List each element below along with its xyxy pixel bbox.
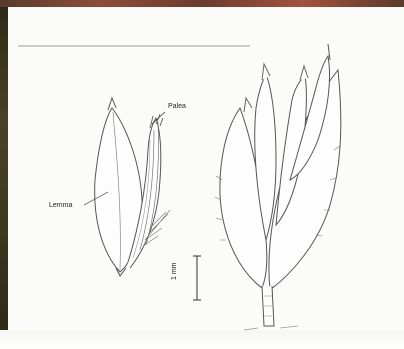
ground-line xyxy=(244,326,298,330)
scale-bar-label: 1 mm xyxy=(171,263,178,281)
palea-label: Palea xyxy=(168,103,186,110)
floret-illustration xyxy=(84,98,170,276)
lemma-label: Lemma xyxy=(49,202,72,209)
spikelet-illustration xyxy=(220,44,341,330)
scale-bar xyxy=(193,256,201,300)
palea-leader-line xyxy=(152,112,165,124)
